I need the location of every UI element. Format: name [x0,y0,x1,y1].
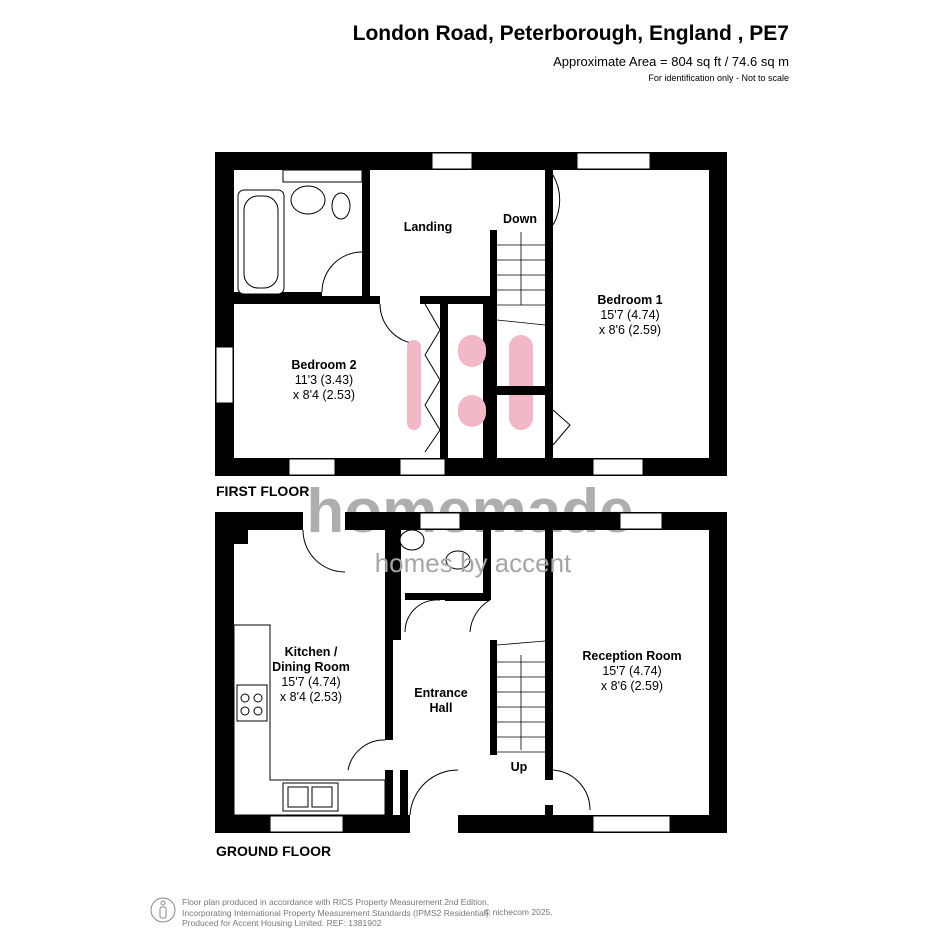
room-label-dining-room: Dining Room [272,660,350,674]
bedroom-2-dimension: 11'3 (3.43) [295,373,353,387]
reception-dimension: x 8'6 (2.59) [601,679,663,693]
hob-icon [236,684,268,722]
room-label-reception: Reception Room [582,649,681,663]
disclaimer-note: For identification only - Not to scale [648,73,789,83]
reception-dimension: 15'7 (4.74) [602,664,661,678]
stairs-up-label: Up [511,760,528,774]
stairs-down-label: Down [503,212,537,226]
first-floor-plan: Landing Down Bedroom 1 15'7 (4.74) x 8'6… [215,152,727,476]
watermark-tagline: homes by accent [375,548,572,578]
kitchen-dimension: 15'7 (4.74) [281,675,340,689]
room-label-hall: Hall [430,701,453,715]
kitchen-dimension: x 8'4 (2.53) [280,690,342,704]
person-icon [150,897,176,923]
first-floor-label: FIRST FLOOR [216,483,309,499]
footer-text: Floor plan produced in accordance with R… [182,897,491,929]
window-icon [215,152,651,476]
bedroom-2-dimension: x 8'4 (2.53) [293,388,355,402]
copyright: © nichecom 2025. [484,907,553,917]
bedroom-1-dimension: 15'7 (4.74) [600,308,659,322]
room-label-entrance: Entrance [414,686,468,700]
room-label-bedroom-1: Bedroom 1 [597,293,662,307]
room-label-kitchen: Kitchen / [285,645,338,659]
ground-floor-plan: homes by accent Kitchen / Dining Room 15… [215,512,727,833]
approximate-area: Approximate Area = 804 sq ft / 74.6 sq m [553,54,789,69]
bedroom-1-dimension: x 8'6 (2.59) [599,323,661,337]
staircase [496,640,546,753]
staircase [496,232,546,326]
window-icon [269,512,671,833]
room-label-landing: Landing [404,220,453,234]
footer-line: Floor plan produced in accordance with R… [182,897,490,907]
room-label-bedroom-2: Bedroom 2 [291,358,356,372]
footer-line: Produced for Accent Housing Limited. REF… [182,918,382,928]
footer-line: Incorporating International Property Mea… [182,907,491,918]
ground-floor-label: GROUND FLOOR [216,843,331,859]
property-address: London Road, Peterborough, England , PE7 [352,22,789,45]
heater-icon [407,335,533,430]
watermark-brand: homemade [306,477,633,546]
